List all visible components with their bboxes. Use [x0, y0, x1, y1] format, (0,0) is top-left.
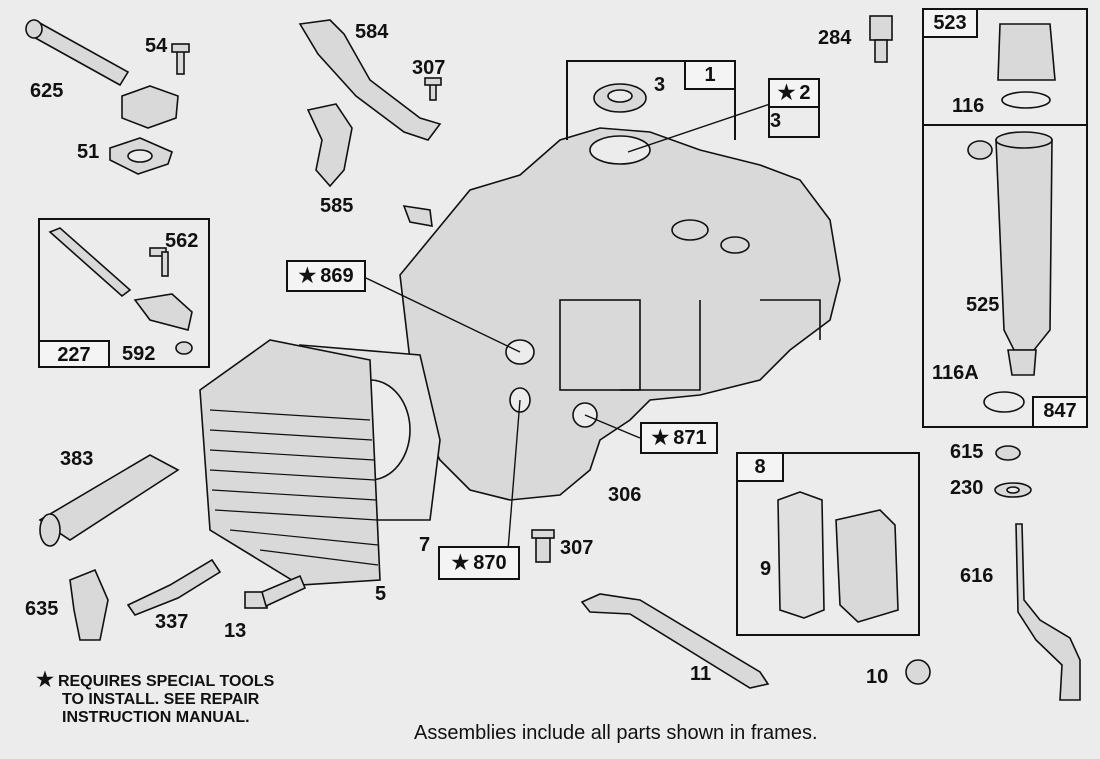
- label-615: 615: [950, 441, 984, 463]
- tag-227: 227: [38, 340, 110, 368]
- part-337-spark-plug: [126, 558, 222, 616]
- special-tools-note: ★REQUIRES SPECIAL TOOLS TO INSTALL. SEE …: [36, 669, 275, 727]
- label-307-top: 307: [412, 57, 446, 79]
- label-592: 592: [122, 343, 156, 365]
- part-615-nut: [995, 445, 1021, 461]
- label-54: 54: [145, 35, 168, 57]
- tag-523: 523: [922, 8, 978, 38]
- assemblies-caption: Assemblies include all parts shown in fr…: [414, 722, 818, 744]
- part-616-dipstick: [1015, 523, 1081, 701]
- label-635: 635: [25, 598, 59, 620]
- label-13: 13: [224, 620, 247, 642]
- label-9: 9: [760, 558, 772, 580]
- tag-847: 847: [1032, 396, 1088, 428]
- frame-assembly-1: [566, 60, 736, 140]
- part-54-screw: [176, 49, 185, 75]
- part-11-tube: [580, 593, 770, 689]
- part-10-plug: [905, 659, 931, 685]
- part-5-cylinder-head: [199, 339, 381, 586]
- label-7: 7: [419, 534, 431, 556]
- part-9-gasket: [777, 491, 825, 619]
- part-635-boot: [69, 568, 109, 641]
- label-306: 306: [608, 484, 642, 506]
- label-625: 625: [30, 80, 64, 102]
- tag-2: ★2: [768, 78, 820, 108]
- label-562: 562: [165, 230, 199, 252]
- frame-assembly-227: [38, 218, 210, 368]
- label-525: 525: [966, 294, 1000, 316]
- label-585: 585: [320, 195, 354, 217]
- frame-assembly-8: [736, 452, 920, 636]
- label-116: 116: [952, 95, 985, 117]
- part-breather: [835, 509, 899, 623]
- frame-assembly-847: [922, 8, 1088, 428]
- star-icon: ★: [298, 265, 317, 287]
- tag-1: 1: [684, 60, 736, 90]
- label-3-frame: 3: [770, 110, 782, 132]
- star-icon: ★: [777, 82, 796, 104]
- label-337: 337: [155, 611, 189, 633]
- label-10: 10: [866, 666, 889, 688]
- label-51: 51: [77, 141, 100, 163]
- label-11: 11: [690, 663, 712, 685]
- part-584-link: [298, 19, 442, 141]
- part-523-cap: [997, 23, 1056, 81]
- tag-870: ★870: [438, 546, 520, 580]
- star-icon: ★: [651, 427, 670, 449]
- label-116a: 116A: [932, 362, 979, 384]
- part-1-cylinder-block: [399, 127, 841, 501]
- label-284: 284: [818, 27, 852, 49]
- part-585-bracket: [306, 103, 353, 188]
- part-227-link: [48, 227, 132, 298]
- note-line-2: TO INSTALL. SEE REPAIR: [62, 691, 260, 708]
- part-clamp: [121, 85, 179, 129]
- tag-869: ★869: [286, 260, 366, 292]
- label-584: 584: [355, 21, 389, 43]
- note-line-3: INSTRUCTION MANUAL.: [62, 709, 250, 726]
- frame-tag-2-lower: [768, 106, 820, 138]
- part-625-tube: [28, 20, 130, 87]
- tag-8: 8: [736, 452, 784, 482]
- part-284-plug: [869, 15, 893, 41]
- tag-871: ★871: [640, 422, 718, 454]
- label-383: 383: [60, 448, 94, 470]
- star-icon: ★: [451, 552, 470, 574]
- note-line-1: REQUIRES SPECIAL TOOLS: [57, 673, 275, 690]
- label-307-low: 307: [560, 537, 594, 559]
- label-616: 616: [960, 565, 994, 587]
- label-230: 230: [950, 477, 984, 499]
- star-icon: ★: [36, 669, 54, 691]
- label-5: 5: [375, 583, 387, 605]
- label-3-seal: 3: [654, 74, 666, 96]
